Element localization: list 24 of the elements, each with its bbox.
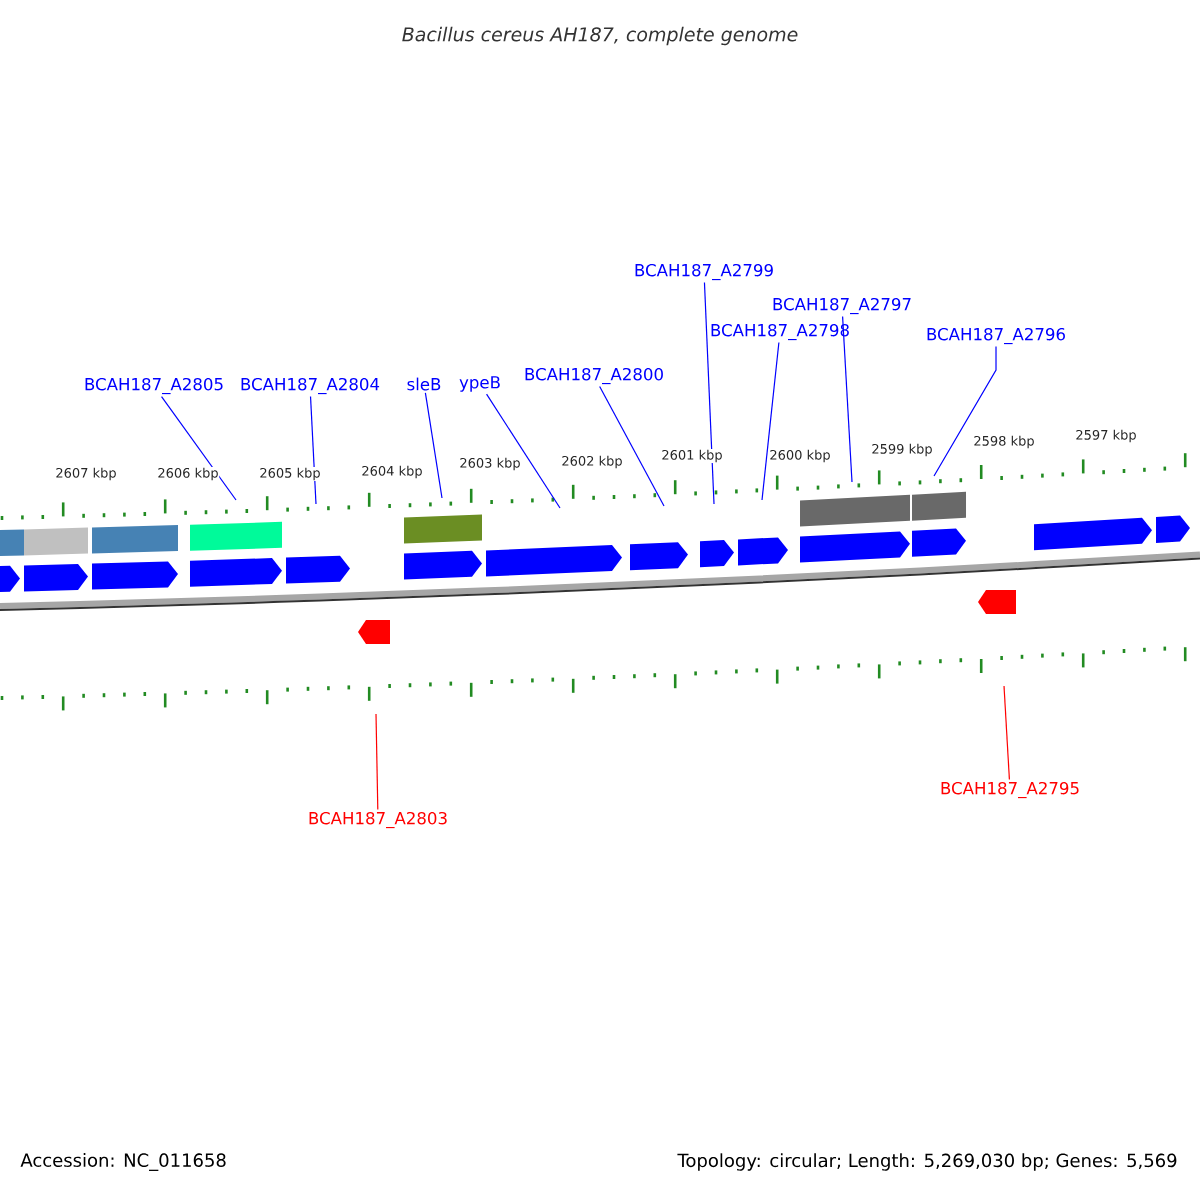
leader-line [309,395,317,505]
gene-label: BCAH187_A2796 [927,327,1065,345]
leader-line [842,315,853,483]
gene-label: sleB [407,377,441,391]
gene-label: BCAH187_A2803 [309,811,447,829]
leader-line [485,393,561,509]
leader-line [933,345,997,477]
leader-line [375,713,379,811]
footer-text: Accession: NC_011658 [20,1153,226,1171]
gene-label: BCAH187_A2804 [241,377,380,395]
leader-line [599,385,665,507]
leader-line [160,395,237,501]
leader-line [703,281,715,505]
title: Bacillus cereus AH187, complete genome [402,26,798,46]
leader-line [424,392,443,499]
gene-label: BCAH187_A2797 [773,297,911,315]
gene-label: BCAH187_A2800 [525,367,663,385]
gene-label: BCAH187_A2795 [941,781,1079,799]
leader-line [761,341,780,501]
gene-label: BCAH187_A2805 [85,377,223,395]
gene-label: BCAH187_A2799 [635,263,773,281]
footer-text: Topology: circular; Length: 5,269,030 bp; Genes: 5,569 [677,1153,1177,1171]
gene-label: ypeB [459,376,500,392]
leader-line [1003,685,1010,781]
